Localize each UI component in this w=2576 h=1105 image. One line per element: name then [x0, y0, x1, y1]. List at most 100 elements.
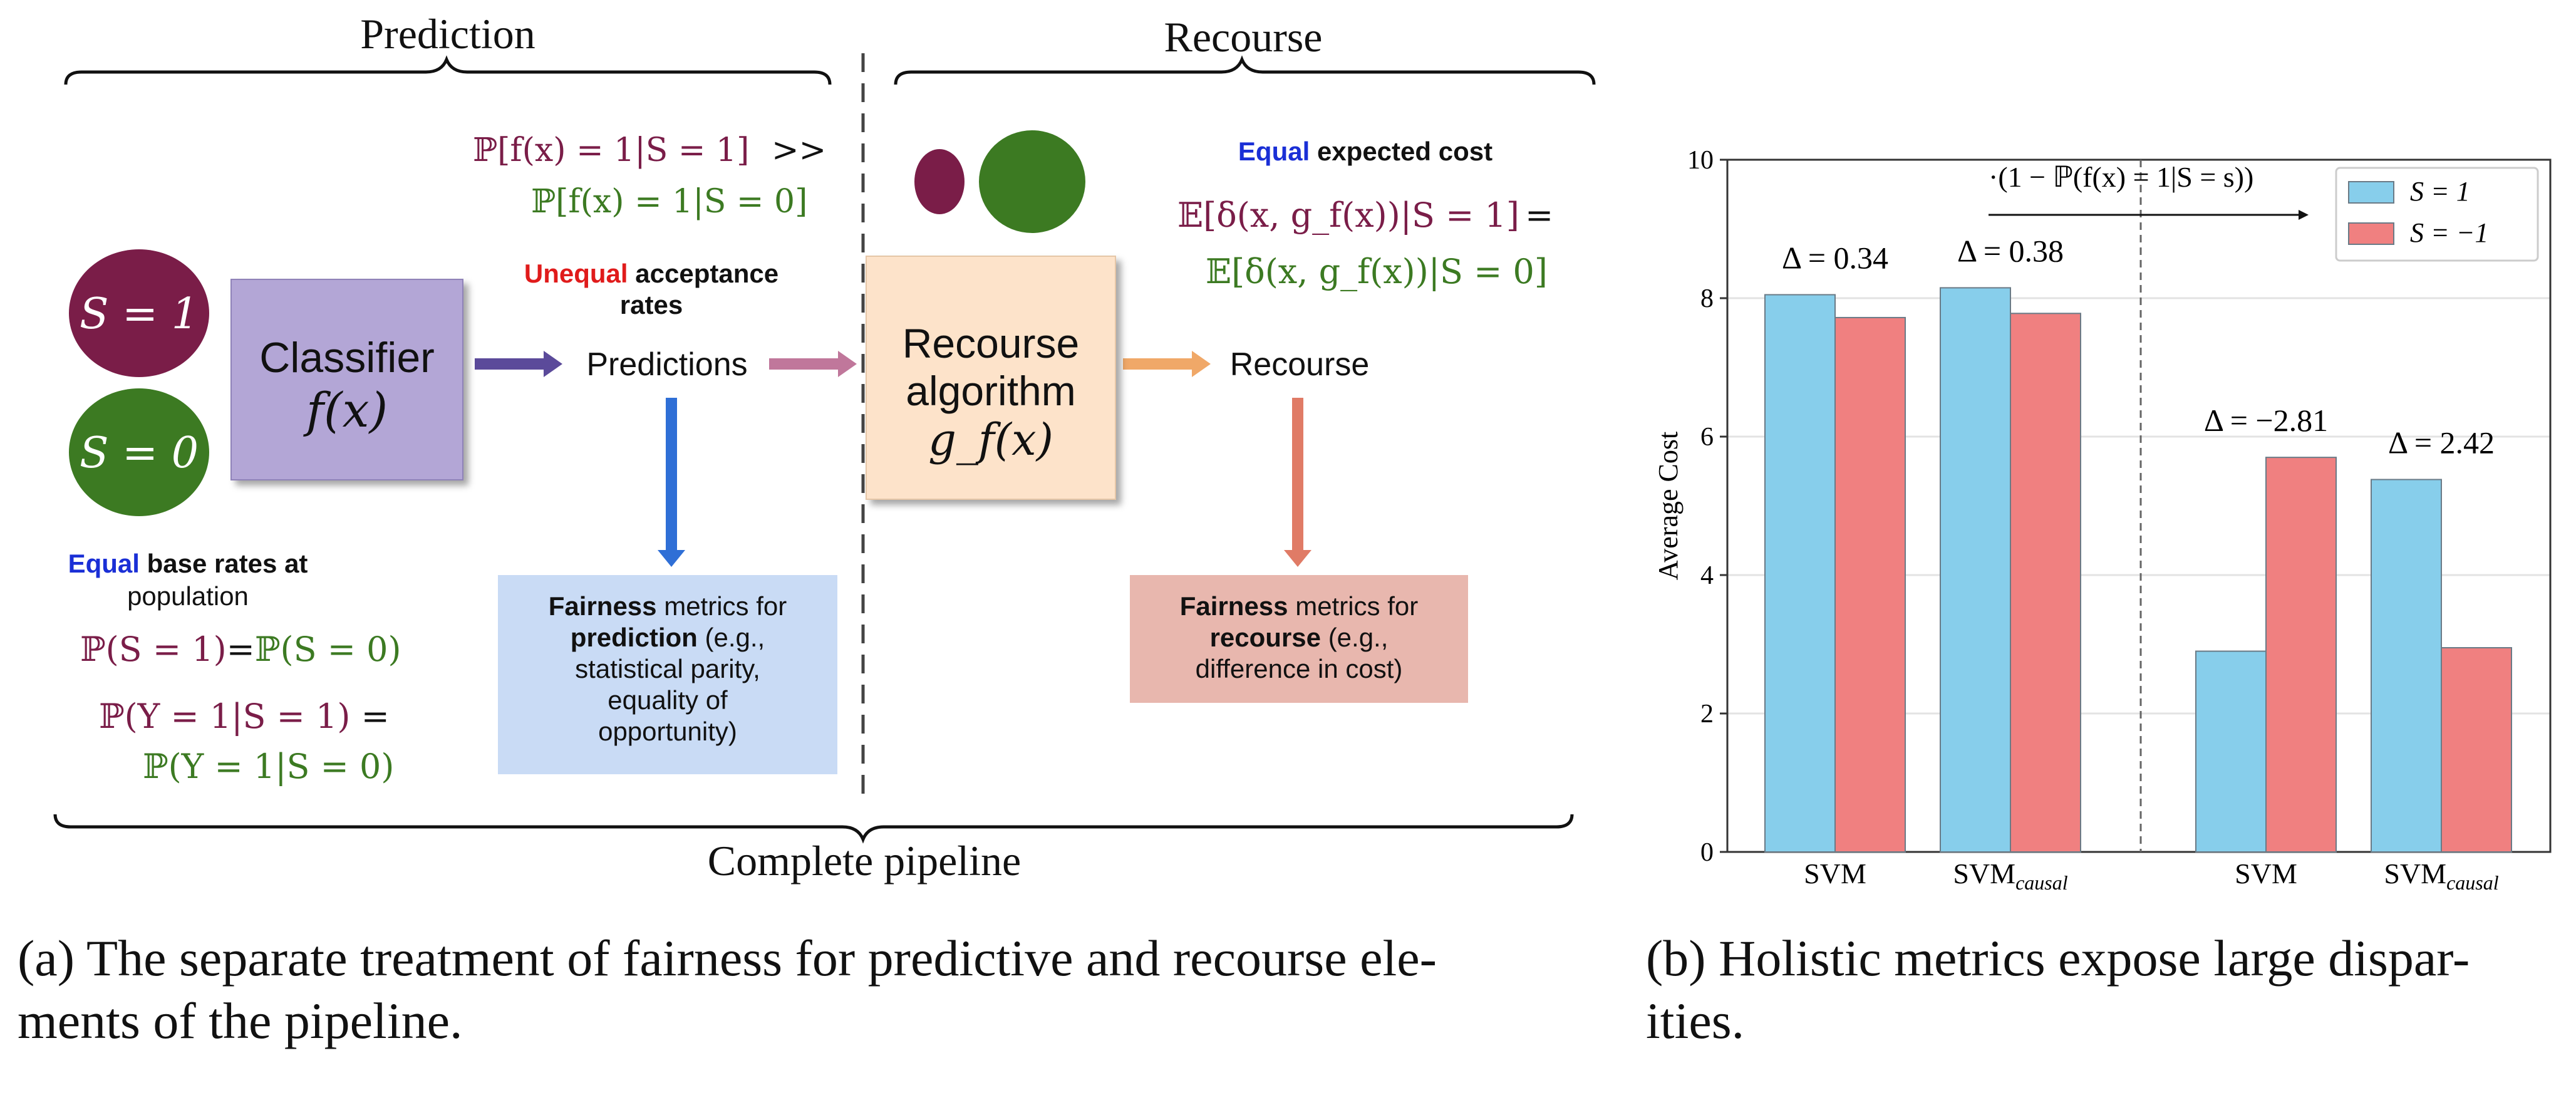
- base-ps1: ℙ(S = 1): [80, 630, 227, 669]
- cost-equal-sign: =: [1525, 195, 1554, 235]
- base-ps0: ℙ(S = 0): [254, 630, 401, 669]
- rec-fair-bold2: recourse: [1209, 623, 1322, 652]
- x-tick-label: SVMcausal: [1953, 858, 2067, 894]
- caption-a-line1: (a) The separate treatment of fairness f…: [18, 930, 1437, 987]
- bar-s1: [1764, 294, 1836, 853]
- pred-fair-l2: (e.g.,: [705, 623, 765, 652]
- delta-annotation: Δ = −2.81: [2204, 403, 2328, 438]
- much-greater-sign: >>: [772, 132, 827, 169]
- y-tick-label: 4: [1700, 561, 1714, 590]
- arrow-classifier-predictions: [475, 351, 562, 377]
- rec-fair-l1: metrics for: [1295, 591, 1419, 621]
- caption-a-line2: ments of the pipeline.: [18, 992, 463, 1049]
- bar-s-minus1: [2441, 647, 2512, 853]
- rec-fair-bold: Fairness: [1179, 591, 1288, 621]
- recourse-brace: [894, 55, 1596, 85]
- y-tick-label: 0: [1700, 838, 1714, 867]
- arrow-predictions-down: [658, 398, 685, 567]
- legend-swatch: [2348, 222, 2394, 245]
- pred-fair-l1: metrics for: [664, 591, 787, 621]
- recourse-algo-formula: g_f(x): [928, 414, 1053, 465]
- recourse-fairness-box: Fairness metrics for recourse (e.g., dif…: [1130, 575, 1468, 703]
- recourse-algo-line2: algorithm: [906, 368, 1076, 414]
- y-tick-label: 6: [1700, 423, 1714, 452]
- caption-a: (a) The separate treatment of fairness f…: [18, 927, 1437, 1052]
- caption-b-line2: ities.: [1646, 992, 1745, 1049]
- pred-fair-l3: statistical parity,: [575, 654, 760, 683]
- base-py1: ℙ(Y = 1|S = 1): [99, 697, 351, 736]
- pred-fair-l5: opportunity): [598, 717, 737, 746]
- bar-s1: [2195, 650, 2267, 853]
- average-cost-chart: 0 2 4 6 8 10 Δ = 0.34 Δ = 0.38 Δ = −2.81 Δ = 2.42…: [1653, 146, 2552, 894]
- rec-fair-l3: difference in cost): [1195, 654, 1403, 683]
- y-axis-label: Average Cost: [1653, 432, 1684, 580]
- recourse-output-label: Recourse: [1229, 346, 1370, 383]
- equal-base-rates-note: Equal base rates at population: [50, 547, 326, 613]
- delta-annotation: Δ = 0.34: [1782, 240, 1888, 275]
- equal-cost-rest: expected cost: [1316, 137, 1493, 166]
- bar-s1: [1940, 287, 2011, 853]
- base-py1-formula: ℙ(Y = 1|S = 1) =: [99, 697, 390, 736]
- caption-b: (b) Holistic metrics expose large dispar…: [1646, 927, 2470, 1052]
- s1-label: S = 1: [79, 289, 199, 339]
- delta-annotation: Δ = 2.42: [2388, 425, 2495, 460]
- prediction-brace: [64, 55, 832, 85]
- classifier-title: Classifier: [259, 334, 435, 381]
- large-green-dot: [979, 130, 1085, 233]
- recourse-algorithm-box: Recourse algorithm g_f(x): [866, 256, 1116, 500]
- s0-circle: [69, 388, 209, 516]
- recourse-algo-line1: Recourse: [902, 320, 1080, 366]
- pipeline-brace: [53, 814, 1574, 844]
- unequal-acceptance-note: Unequal acceptance rates: [495, 258, 808, 321]
- y-tick-label: 10: [1687, 146, 1714, 175]
- caption-b-line1: (b) Holistic metrics expose large dispar…: [1646, 930, 2470, 987]
- equal-cost-word: Equal: [1238, 137, 1310, 166]
- bar-s-minus1: [2265, 457, 2337, 853]
- cost-s0-formula: 𝔼[δ(x, g_f(x))|S = 0]: [1206, 252, 1548, 291]
- pipeline-diagram-graphics: [53, 53, 1596, 844]
- prob-s1-formula: ℙ[f(x) = 1|S = 1]: [473, 132, 750, 169]
- bar-s-minus1: [1834, 316, 1906, 853]
- pred-fair-l4: equality of: [608, 685, 728, 715]
- base-py-eq: =: [361, 697, 390, 736]
- prediction-fairness-box: Fairness metrics for prediction (e.g., s…: [498, 575, 837, 774]
- prob-s0-formula: ℙ[f(x) = 1|S = 0]: [531, 183, 808, 220]
- x-tick-label: SVMcausal: [2384, 858, 2498, 894]
- legend-swatch: [2348, 181, 2394, 204]
- x-tick-label: SVM: [2235, 858, 2297, 890]
- equal-expected-cost-note: Equal expected cost: [1190, 137, 1541, 167]
- base-rate-formula: ℙ(S = 1)=ℙ(S = 0): [80, 630, 401, 669]
- classifier-box: Classifier f(x): [230, 279, 463, 480]
- complete-pipeline-heading: Complete pipeline: [707, 837, 1022, 885]
- pred-fair-bold2: prediction: [570, 623, 698, 652]
- multiplier-arrowhead: [2299, 210, 2309, 220]
- s1-circle: [69, 249, 209, 377]
- cost-s1-formula: 𝔼[δ(x, g_f(x))|S = 1]: [1177, 195, 1519, 235]
- delta-annotation: Δ = 0.38: [1957, 233, 2064, 268]
- y-tick-label: 2: [1700, 700, 1714, 729]
- base-py0-formula: ℙ(Y = 1|S = 0): [143, 747, 395, 786]
- bar-s-minus1: [2010, 313, 2081, 853]
- classifier-formula: f(x): [306, 382, 388, 438]
- s0-label: S = 0: [79, 428, 199, 478]
- equal-base-word: Equal: [68, 549, 140, 578]
- multiplier-label: ·(1 − ℙ(f(x) = 1|S = s)): [1989, 161, 2253, 193]
- recourse-heading: Recourse: [1164, 13, 1323, 61]
- bar-s1: [2371, 479, 2442, 853]
- equal-base-line2: population: [127, 581, 249, 611]
- base-eq: =: [226, 630, 255, 669]
- pred-fair-bold: Fairness: [548, 591, 657, 621]
- rec-fair-l2: (e.g.,: [1328, 623, 1389, 652]
- legend-label: S = −1: [2410, 217, 2488, 248]
- predictions-label: Predictions: [586, 346, 748, 383]
- plot-frame: [1726, 158, 2552, 853]
- x-tick-label: SVM: [1804, 858, 1866, 890]
- unequal-line2: rates: [619, 290, 683, 319]
- arrow-predictions-recourse: [769, 351, 857, 377]
- arrow-recourse-down: [1284, 398, 1311, 567]
- prediction-heading: Prediction: [360, 10, 535, 58]
- small-plum-dot: [914, 149, 965, 214]
- arrow-algorithm-recourse: [1123, 351, 1211, 377]
- y-tick-label: 8: [1700, 284, 1714, 313]
- unequal-word: Unequal: [524, 259, 628, 288]
